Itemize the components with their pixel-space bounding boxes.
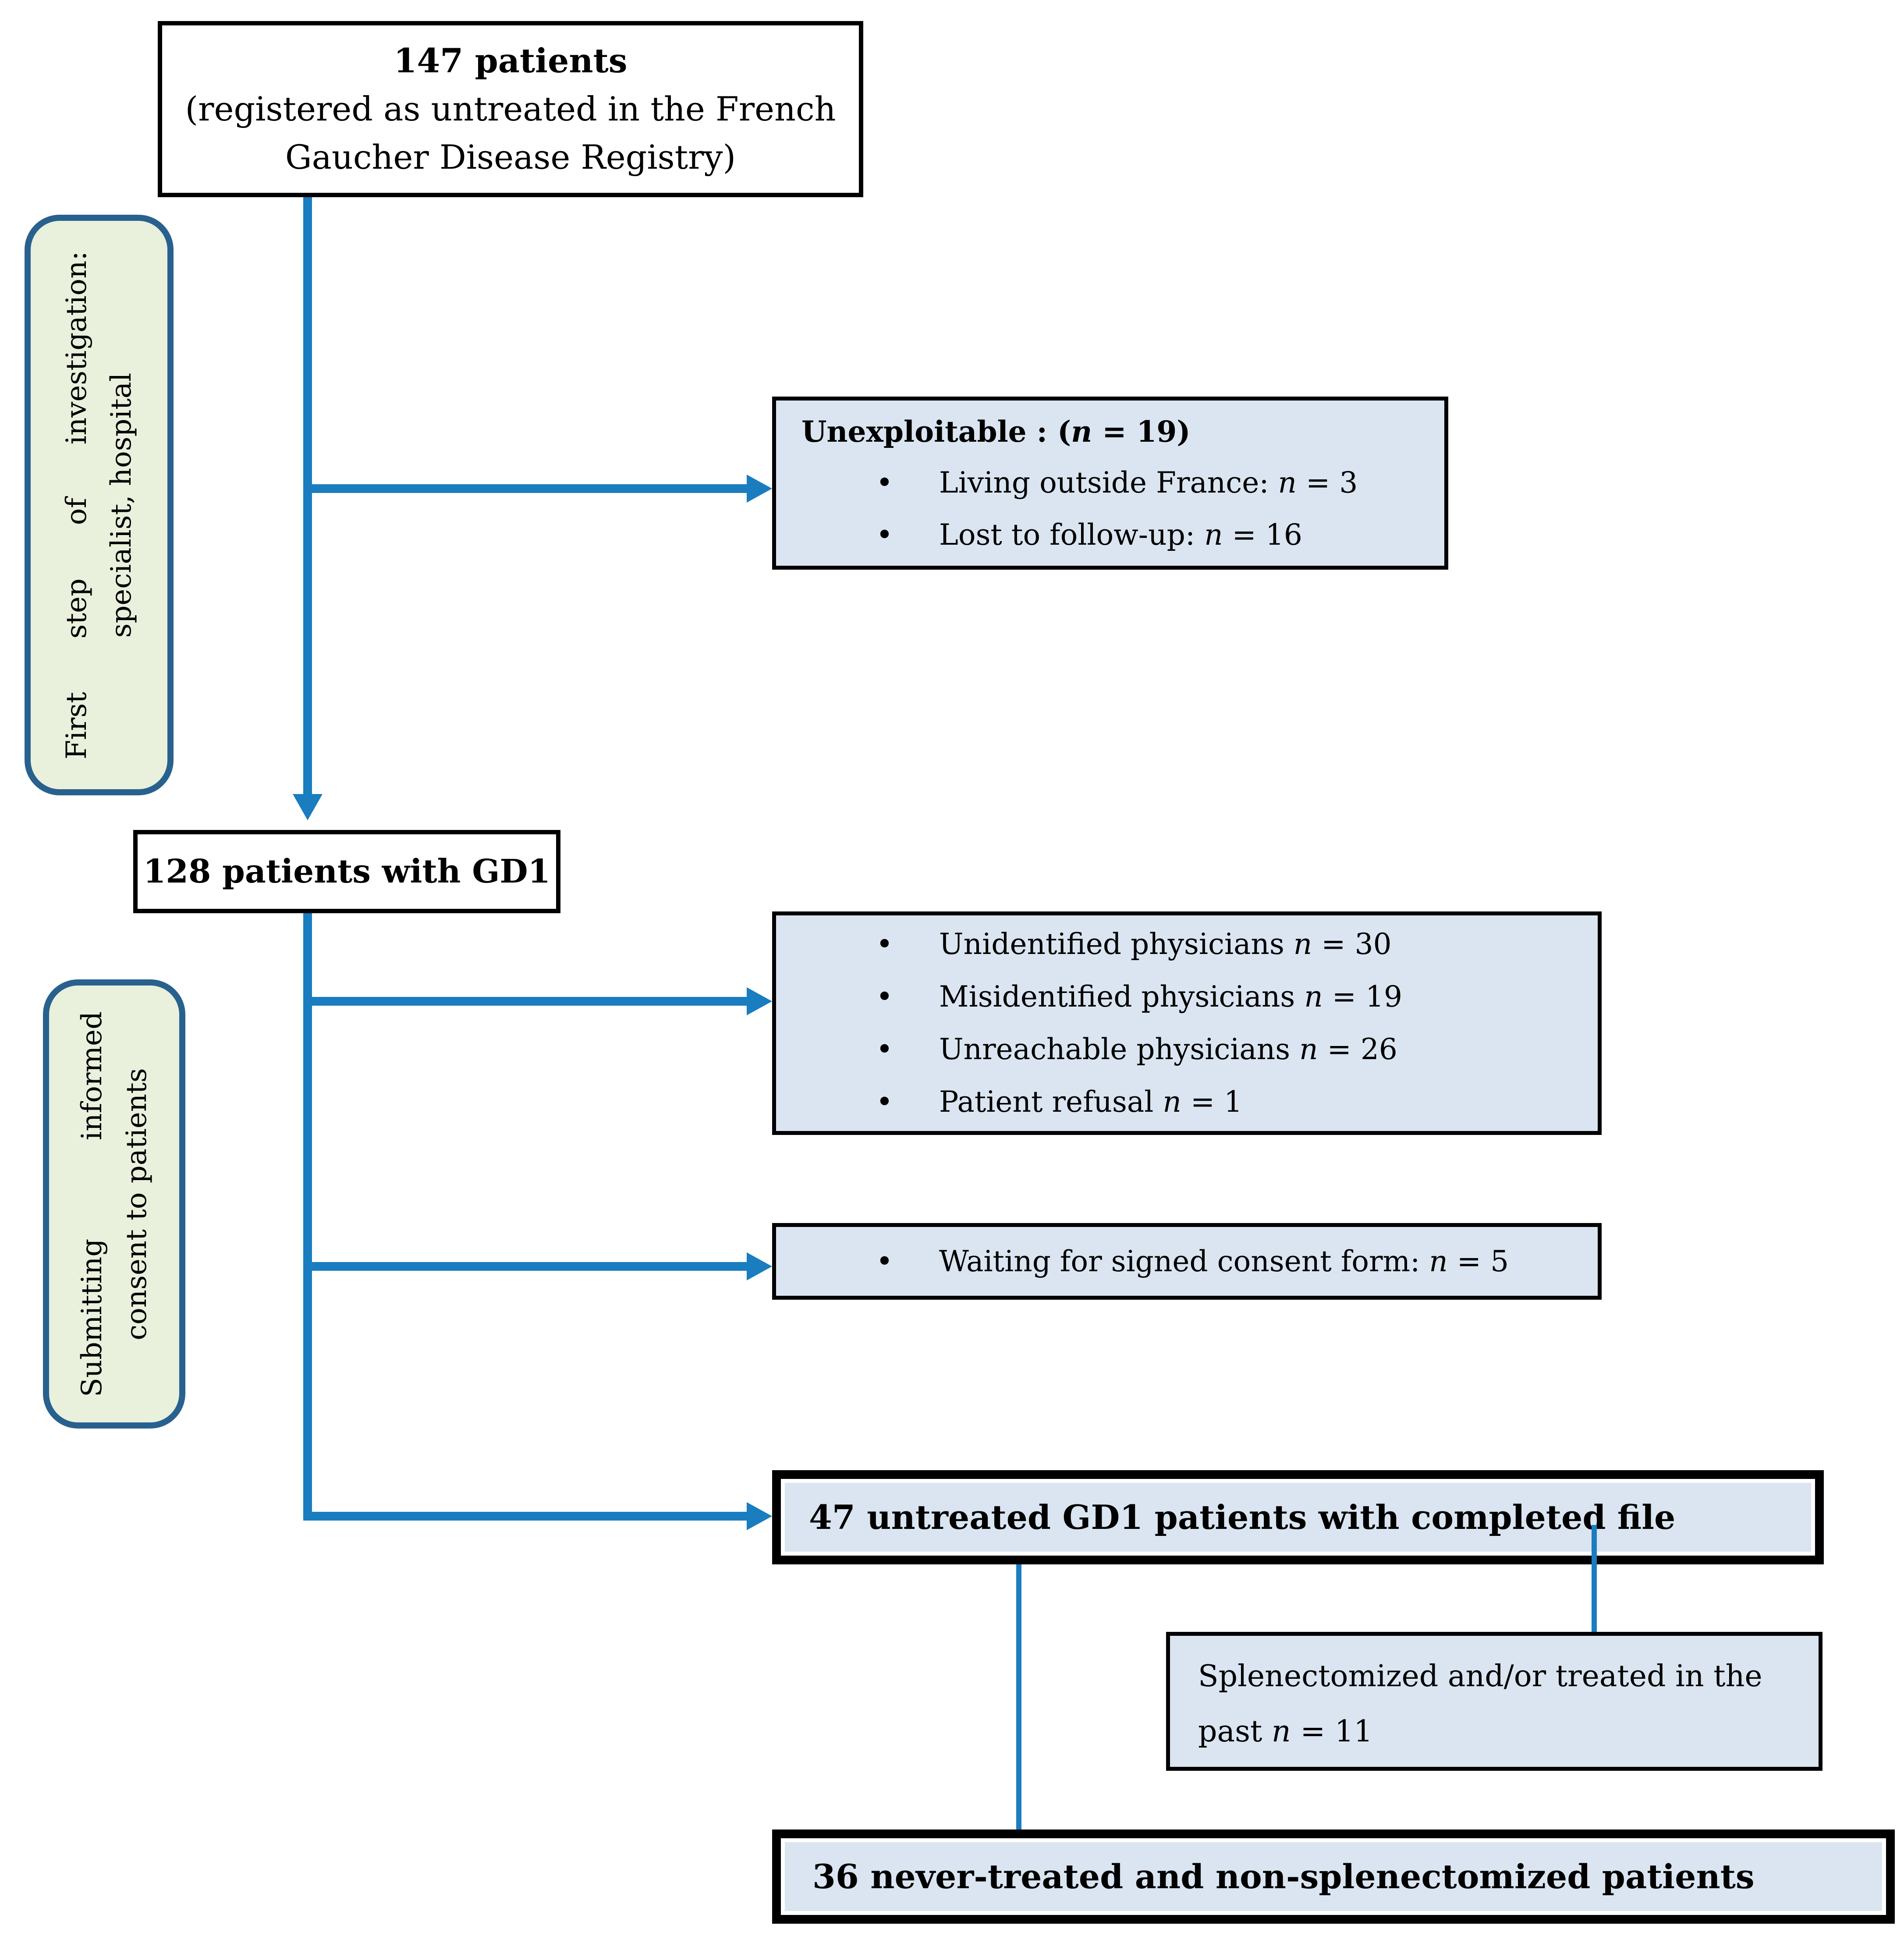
- flow-node-waiting-consent: • Waiting for signed consent form: n = 5: [772, 1223, 1602, 1300]
- gd1-patients-text: 128 patients with GD1: [143, 853, 551, 890]
- list-item: • Lost to follow-up: n = 16: [876, 518, 1302, 552]
- splenectomized-line2: past n = 11: [1198, 1714, 1373, 1749]
- connector-branch-unexploitable: [308, 484, 750, 493]
- stage-label-first-step: First step of investigation: specialist,…: [25, 215, 174, 795]
- connector-branch-waiting: [308, 1262, 750, 1271]
- arrowhead-down-icon: [293, 794, 323, 820]
- flow-node-gd1-patients: 128 patients with GD1: [133, 830, 560, 913]
- list-item: • Misidentified physicians n = 19: [876, 980, 1402, 1014]
- connector-completed-to-splenectomized: [1592, 1525, 1597, 1632]
- registry-desc-line1: (registered as untreated in the French: [185, 89, 836, 128]
- list-item: • Patient refusal n = 1: [876, 1085, 1243, 1119]
- unexploitable-title: Unexploitable : (n = 19): [801, 415, 1191, 449]
- arrowhead-right-icon: [747, 1252, 772, 1280]
- stage-label-first-step-text: First step of investigation: specialist,…: [60, 251, 138, 759]
- connector-trunk-upper: [303, 197, 312, 794]
- connector-trunk-lower: [303, 913, 312, 1521]
- bullet-icon: •: [876, 980, 893, 1014]
- bullet-icon: •: [876, 1032, 893, 1066]
- bullet-icon: •: [876, 1244, 893, 1278]
- never-treated-text: 36 never-treated and non-splenectomized …: [812, 1857, 1755, 1896]
- list-item: • Unidentified physicians n = 30: [876, 927, 1392, 961]
- connector-branch-completed: [308, 1512, 750, 1521]
- arrowhead-right-icon: [747, 987, 772, 1015]
- arrowhead-right-icon: [747, 1502, 772, 1530]
- flow-node-registry: 147 patients (registered as untreated in…: [158, 21, 863, 197]
- splenectomized-line1: Splenectomized and/or treated in the: [1198, 1659, 1762, 1694]
- stage-label-consent: Submitting informed consent to patients: [43, 979, 185, 1429]
- flow-node-physician-issues: • Unidentified physicians n = 30 • Misid…: [772, 911, 1602, 1135]
- connector-completed-to-never: [1016, 1564, 1021, 1829]
- flow-node-unexploitable: Unexploitable : (n = 19) • Living outsid…: [772, 397, 1448, 570]
- stage-label-consent-text: Submitting informed consent to patients: [75, 1011, 153, 1397]
- arrowhead-right-icon: [747, 475, 772, 503]
- flow-node-splenectomized: Splenectomized and/or treated in the pas…: [1166, 1632, 1822, 1771]
- list-item: • Waiting for signed consent form: n = 5: [876, 1244, 1509, 1278]
- bullet-icon: •: [876, 466, 893, 500]
- list-item: • Unreachable physicians n = 26: [876, 1032, 1397, 1066]
- flow-node-completed-file: 47 untreated GD1 patients with completed…: [772, 1470, 1824, 1564]
- bullet-icon: •: [876, 518, 893, 552]
- registry-count: 147 patients: [394, 41, 628, 80]
- completed-file-text: 47 untreated GD1 patients with completed…: [809, 1498, 1676, 1537]
- registry-desc-line2: Gaucher Disease Registry): [285, 138, 736, 177]
- connector-branch-physicians: [308, 997, 750, 1006]
- flow-node-never-treated: 36 never-treated and non-splenectomized …: [772, 1829, 1895, 1924]
- bullet-icon: •: [876, 1085, 893, 1119]
- bullet-icon: •: [876, 927, 893, 961]
- list-item: • Living outside France: n = 3: [876, 466, 1358, 500]
